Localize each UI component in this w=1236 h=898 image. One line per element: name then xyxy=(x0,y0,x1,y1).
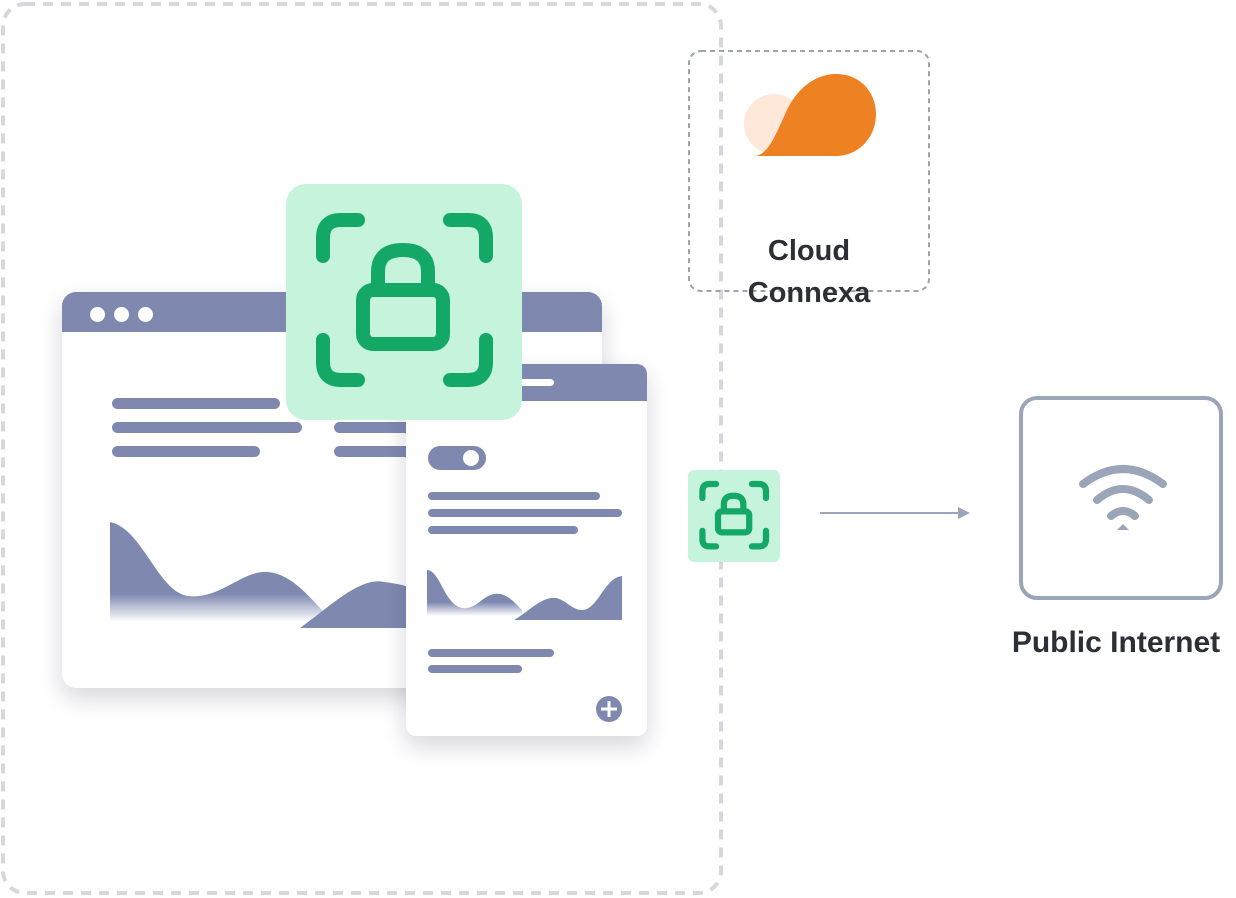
window-dot xyxy=(114,307,129,322)
content-line xyxy=(112,422,302,433)
mobile-window xyxy=(406,364,647,736)
cloud-connexa-border xyxy=(688,50,930,292)
content-line xyxy=(428,649,554,657)
content-line xyxy=(112,446,260,457)
lock-scan-icon xyxy=(316,213,493,387)
content-line xyxy=(428,526,578,534)
mobile-area-graph xyxy=(427,570,622,620)
cloud-connexa-label-line1: Cloud xyxy=(767,235,851,267)
connection-arrow xyxy=(820,507,970,519)
wifi-icon xyxy=(1079,465,1167,530)
content-line xyxy=(334,446,414,457)
title-bar-line xyxy=(506,379,554,386)
toggle-knob xyxy=(463,450,479,466)
plus-circle-icon xyxy=(596,696,622,722)
window-dot xyxy=(90,307,105,322)
content-line xyxy=(112,398,280,409)
public-internet-node xyxy=(1019,396,1223,600)
public-internet-label: Public Internet xyxy=(1011,626,1221,659)
cloud-connexa-label: Cloud Connexa xyxy=(688,230,930,314)
cloud-connexa-node: Cloud Connexa xyxy=(688,50,930,309)
security-lock-tile xyxy=(286,184,522,420)
cloud-connexa-label-line2: Connexa xyxy=(747,277,871,309)
cloud-connexa-logo-icon xyxy=(744,74,876,156)
lock-scan-icon xyxy=(699,480,770,550)
content-line xyxy=(428,665,522,673)
content-line xyxy=(428,509,622,517)
tunnel-lock-tile xyxy=(688,470,780,562)
window-dot xyxy=(138,307,153,322)
content-line xyxy=(428,492,600,500)
browser-area-graph xyxy=(110,522,422,628)
content-line xyxy=(334,422,414,433)
